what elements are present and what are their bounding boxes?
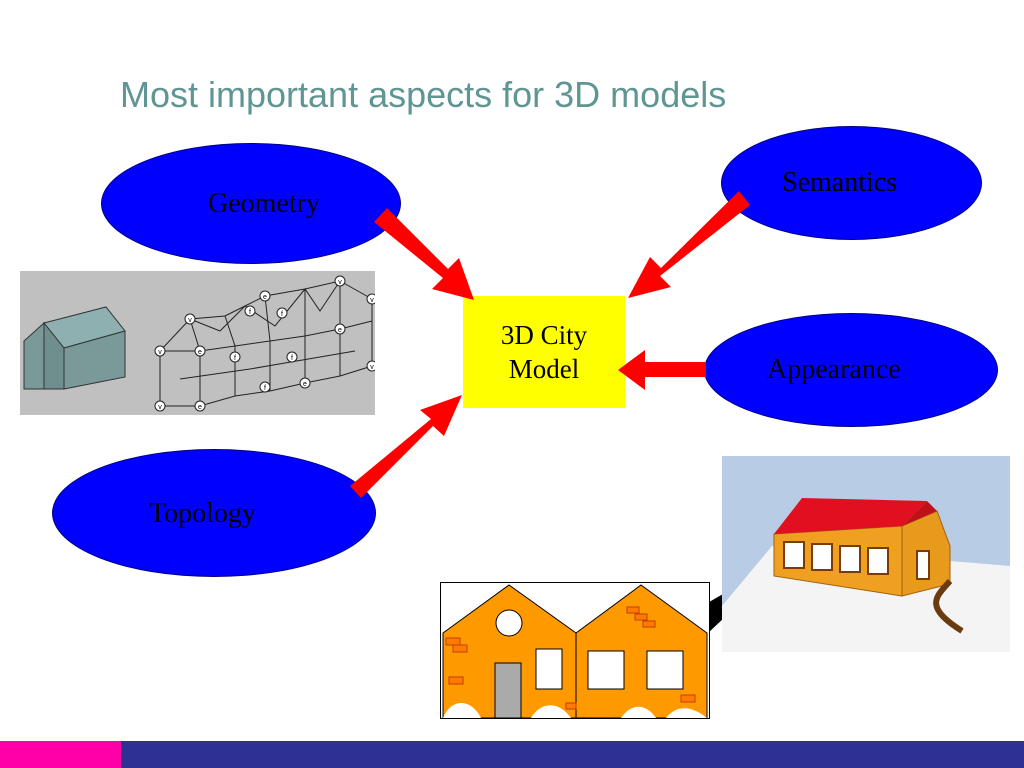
semantics-label: Semantics [782, 167, 898, 198]
graph-node-f2: f [276, 307, 288, 319]
window-2 [811, 543, 833, 571]
sketch-round-window [495, 609, 523, 637]
graph-node-e2: e [194, 345, 206, 357]
graph-node-e3: e [334, 323, 346, 335]
svg-text:f: f [264, 385, 266, 392]
house-wall-gable [43, 321, 65, 390]
graph-illustration: v v v e v v f f e f f e v f e e [20, 271, 378, 415]
graph-node-f5: f [259, 381, 271, 393]
svg-text:v: v [370, 364, 374, 371]
sketch-window-3 [646, 650, 684, 690]
path-walkway [933, 579, 964, 634]
appearance-arrow [618, 350, 706, 390]
svg-text:e: e [338, 327, 342, 334]
graph-svg: v v v e v v f f e f f e v f e e [23, 275, 378, 412]
graph-node-f3: f [229, 351, 241, 363]
house-wall-left [23, 321, 45, 390]
sketch-door [494, 662, 522, 719]
graph-node-v3: v [154, 400, 166, 412]
footer-bar [121, 741, 1024, 768]
sketch-bricks [445, 606, 696, 710]
graph-node-v5: v [366, 293, 378, 305]
sketch-snow-left [443, 703, 481, 718]
window-4 [867, 547, 889, 575]
geometry-label: Geometry [208, 188, 320, 219]
topology-arrow [350, 395, 462, 498]
geometry-arrow [374, 208, 474, 300]
house-sketch-illustration [440, 582, 710, 719]
side-window [916, 550, 930, 580]
semantics-arrow [628, 191, 750, 298]
svg-text:f: f [249, 309, 251, 316]
svg-text:v: v [158, 404, 162, 411]
graph-node-v6: v [366, 360, 378, 372]
svg-text:e: e [198, 404, 202, 411]
appearance-label: Appearance [767, 354, 901, 385]
graph-node-v1: v [184, 313, 196, 325]
topology-label: Topology [149, 498, 256, 529]
rendered-house-svg [722, 456, 1010, 652]
graph-node-f4: f [286, 351, 298, 363]
window-3 [839, 545, 861, 573]
graph-edges [159, 280, 373, 407]
footer-accent-bar [0, 741, 121, 768]
sketch-window-2 [587, 650, 625, 690]
sketch-snow-far-right [666, 708, 707, 718]
svg-text:e: e [198, 349, 202, 356]
house-roof-side [902, 501, 937, 526]
slide-title: Most important aspects for 3D models [120, 74, 727, 115]
svg-text:v: v [338, 279, 342, 286]
svg-text:f: f [281, 311, 283, 318]
city-model-line-1: 3D City [500, 320, 588, 350]
sketch-snow-right [621, 706, 656, 718]
rendered-house-illustration [722, 456, 1010, 652]
svg-text:f: f [234, 355, 236, 362]
sketch-window-1 [535, 648, 563, 690]
svg-text:e: e [303, 381, 307, 388]
city-model-line-2: Model [508, 354, 580, 384]
geometry-ellipse: Geometry [101, 143, 401, 264]
graph-node-v2: v [154, 345, 166, 357]
svg-text:v: v [158, 349, 162, 356]
city-model-box: 3D City Model [463, 296, 625, 408]
appearance-ellipse: Appearance [704, 313, 998, 427]
svg-text:v: v [188, 317, 192, 324]
graph-node-f1: f [244, 305, 256, 317]
sketch-snow-mid [531, 705, 571, 718]
topology-ellipse: Topology [52, 449, 376, 577]
semantics-ellipse: Semantics [721, 126, 982, 240]
house-roof-red [774, 498, 927, 534]
graph-node-e5: e [299, 377, 311, 389]
graph-nodes: v v v e v v f f e f f e v f e e [154, 275, 378, 412]
graph-node-e1: e [259, 290, 271, 302]
window-1 [783, 541, 805, 569]
svg-text:f: f [291, 355, 293, 362]
svg-text:e: e [263, 294, 267, 301]
svg-text:v: v [370, 297, 374, 304]
graph-node-v4: v [334, 275, 346, 287]
house-sketch-svg [442, 584, 708, 719]
graph-node-e4: e [194, 400, 206, 412]
